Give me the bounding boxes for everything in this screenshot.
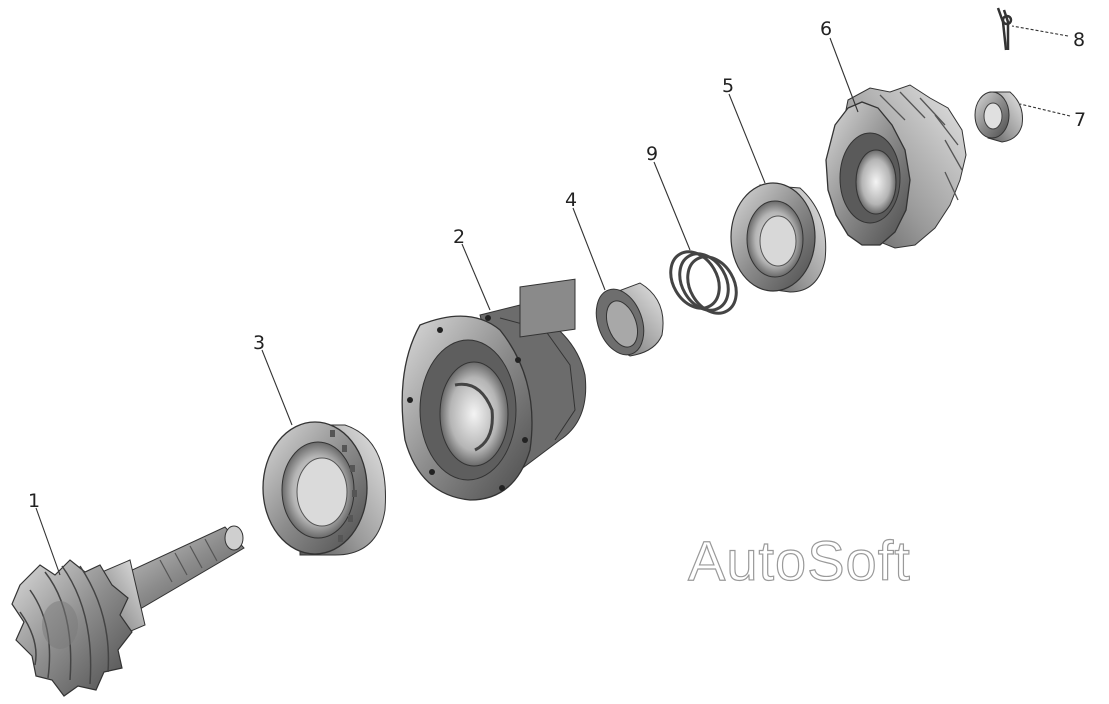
callout-1: 1 <box>28 490 40 512</box>
bevel-pinion-shaft <box>11 525 245 697</box>
callout-3: 3 <box>253 332 265 354</box>
castle-nut <box>974 91 1023 143</box>
roller-bearing-small <box>730 182 827 293</box>
callout-5: 5 <box>722 75 734 97</box>
cotter-pin <box>996 7 1013 51</box>
callout-labels: 1 2 3 4 5 6 7 8 9 <box>28 18 1086 512</box>
callout-2: 2 <box>453 226 465 248</box>
callout-9: 9 <box>646 143 658 165</box>
pinion-gear-teeth <box>11 559 133 697</box>
spacer-sleeve <box>595 282 664 357</box>
bearing-housing <box>401 278 587 501</box>
callout-4: 4 <box>565 189 577 211</box>
callout-6: 6 <box>820 18 832 40</box>
helical-gear <box>825 84 967 249</box>
roller-bearing-large <box>262 421 386 556</box>
watermark-text: AutoSoft <box>687 528 911 592</box>
callout-7: 7 <box>1074 109 1086 131</box>
shim-rings <box>669 250 738 315</box>
leader-lines <box>35 25 1071 576</box>
callout-8: 8 <box>1073 29 1085 51</box>
